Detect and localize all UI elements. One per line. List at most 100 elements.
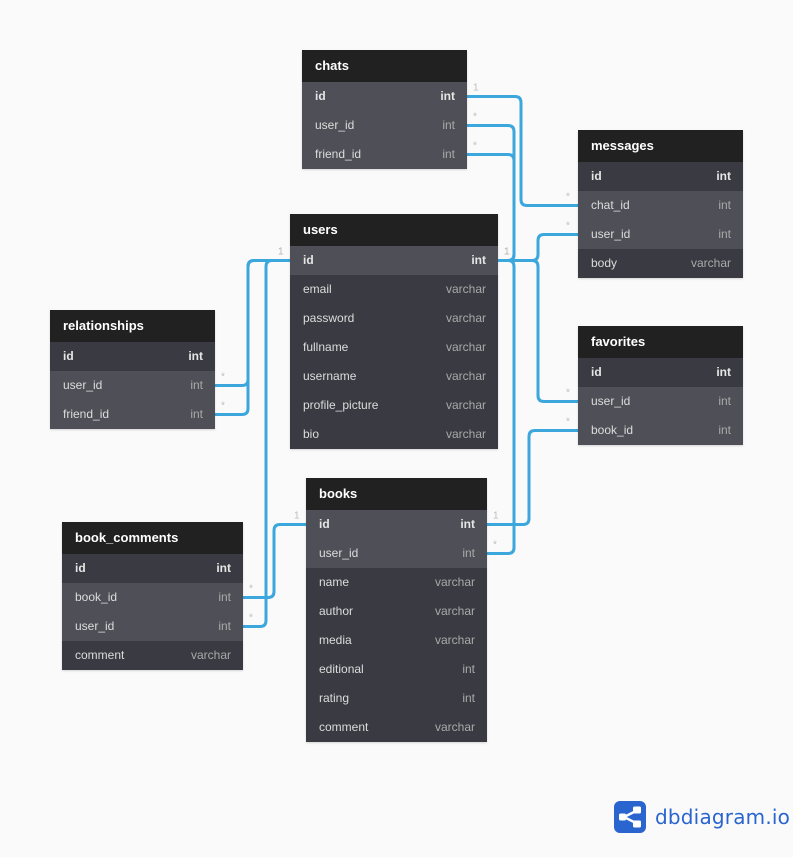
relationship-connector	[243, 523, 306, 599]
table-title[interactable]: messages	[578, 130, 743, 162]
relationship-connector	[498, 259, 578, 403]
cardinality-label: *	[473, 141, 477, 152]
field-name: chat_id	[591, 198, 630, 212]
relationship-connector	[487, 429, 578, 526]
field-type: int	[460, 517, 475, 531]
field-type: varchar	[434, 720, 475, 734]
field-row[interactable]: id int	[306, 510, 487, 539]
cardinality-label: 1	[278, 247, 284, 258]
cardinality-label: 1	[504, 247, 510, 258]
field-type: varchar	[190, 648, 231, 662]
field-type: varchar	[690, 256, 731, 270]
field-name: id	[319, 517, 330, 531]
field-row[interactable]: id int	[290, 246, 498, 275]
field-type: int	[216, 561, 231, 575]
cardinality-label: *	[566, 192, 570, 203]
field-row[interactable]: profile_picture varchar	[290, 391, 498, 420]
relationship-connector	[498, 233, 578, 262]
field-type: varchar	[434, 633, 475, 647]
cardinality-label: 1	[504, 247, 510, 258]
relationship-connector	[215, 259, 290, 416]
field-row[interactable]: chat_id int	[578, 191, 743, 220]
table-title[interactable]: relationships	[50, 310, 215, 342]
field-row[interactable]: comment varchar	[62, 641, 243, 670]
field-row[interactable]: media varchar	[306, 626, 487, 655]
field-type: int	[718, 227, 731, 241]
brand-logo[interactable]: dbdiagram.io	[614, 801, 790, 833]
field-name: media	[319, 633, 352, 647]
field-row[interactable]: comment varchar	[306, 713, 487, 742]
cardinality-label: *	[566, 388, 570, 399]
table-title[interactable]: books	[306, 478, 487, 510]
table-title[interactable]: users	[290, 214, 498, 246]
cardinality-label: 1	[504, 247, 510, 258]
field-row[interactable]: id int	[62, 554, 243, 583]
field-name: comment	[319, 720, 369, 734]
field-name: profile_picture	[303, 398, 379, 412]
field-name: friend_id	[63, 407, 110, 421]
share-nodes-icon	[614, 801, 646, 833]
field-name: id	[303, 253, 314, 267]
cardinality-label: 1	[294, 511, 300, 522]
cardinality-label: *	[249, 613, 253, 624]
field-name: author	[319, 604, 354, 618]
field-name: user_id	[63, 378, 103, 392]
field-name: friend_id	[315, 147, 362, 161]
field-name: username	[303, 369, 357, 383]
field-name: book_id	[75, 590, 118, 604]
field-row[interactable]: book_id int	[62, 583, 243, 612]
field-type: int	[718, 198, 731, 212]
field-name: fullname	[303, 340, 349, 354]
cardinality-label: *	[249, 584, 253, 595]
field-name: book_id	[591, 423, 634, 437]
field-name: comment	[75, 648, 125, 662]
field-row[interactable]: user_id int	[306, 539, 487, 568]
field-type: int	[462, 546, 475, 560]
field-type: int	[471, 253, 486, 267]
field-name: id	[315, 89, 326, 103]
field-type: int	[462, 662, 475, 676]
field-name: name	[319, 575, 350, 589]
field-type: int	[218, 590, 231, 604]
table-title[interactable]: book_comments	[62, 522, 243, 554]
field-name: user_id	[591, 394, 631, 408]
field-type: varchar	[445, 398, 486, 412]
table-title[interactable]: chats	[302, 50, 467, 82]
field-row[interactable]: user_id int	[578, 220, 743, 249]
field-name: id	[75, 561, 86, 575]
relationship-connector	[243, 259, 290, 628]
field-name: user_id	[319, 546, 359, 560]
field-name: user_id	[591, 227, 631, 241]
table-title[interactable]: favorites	[578, 326, 743, 358]
cardinality-label: *	[221, 372, 225, 383]
